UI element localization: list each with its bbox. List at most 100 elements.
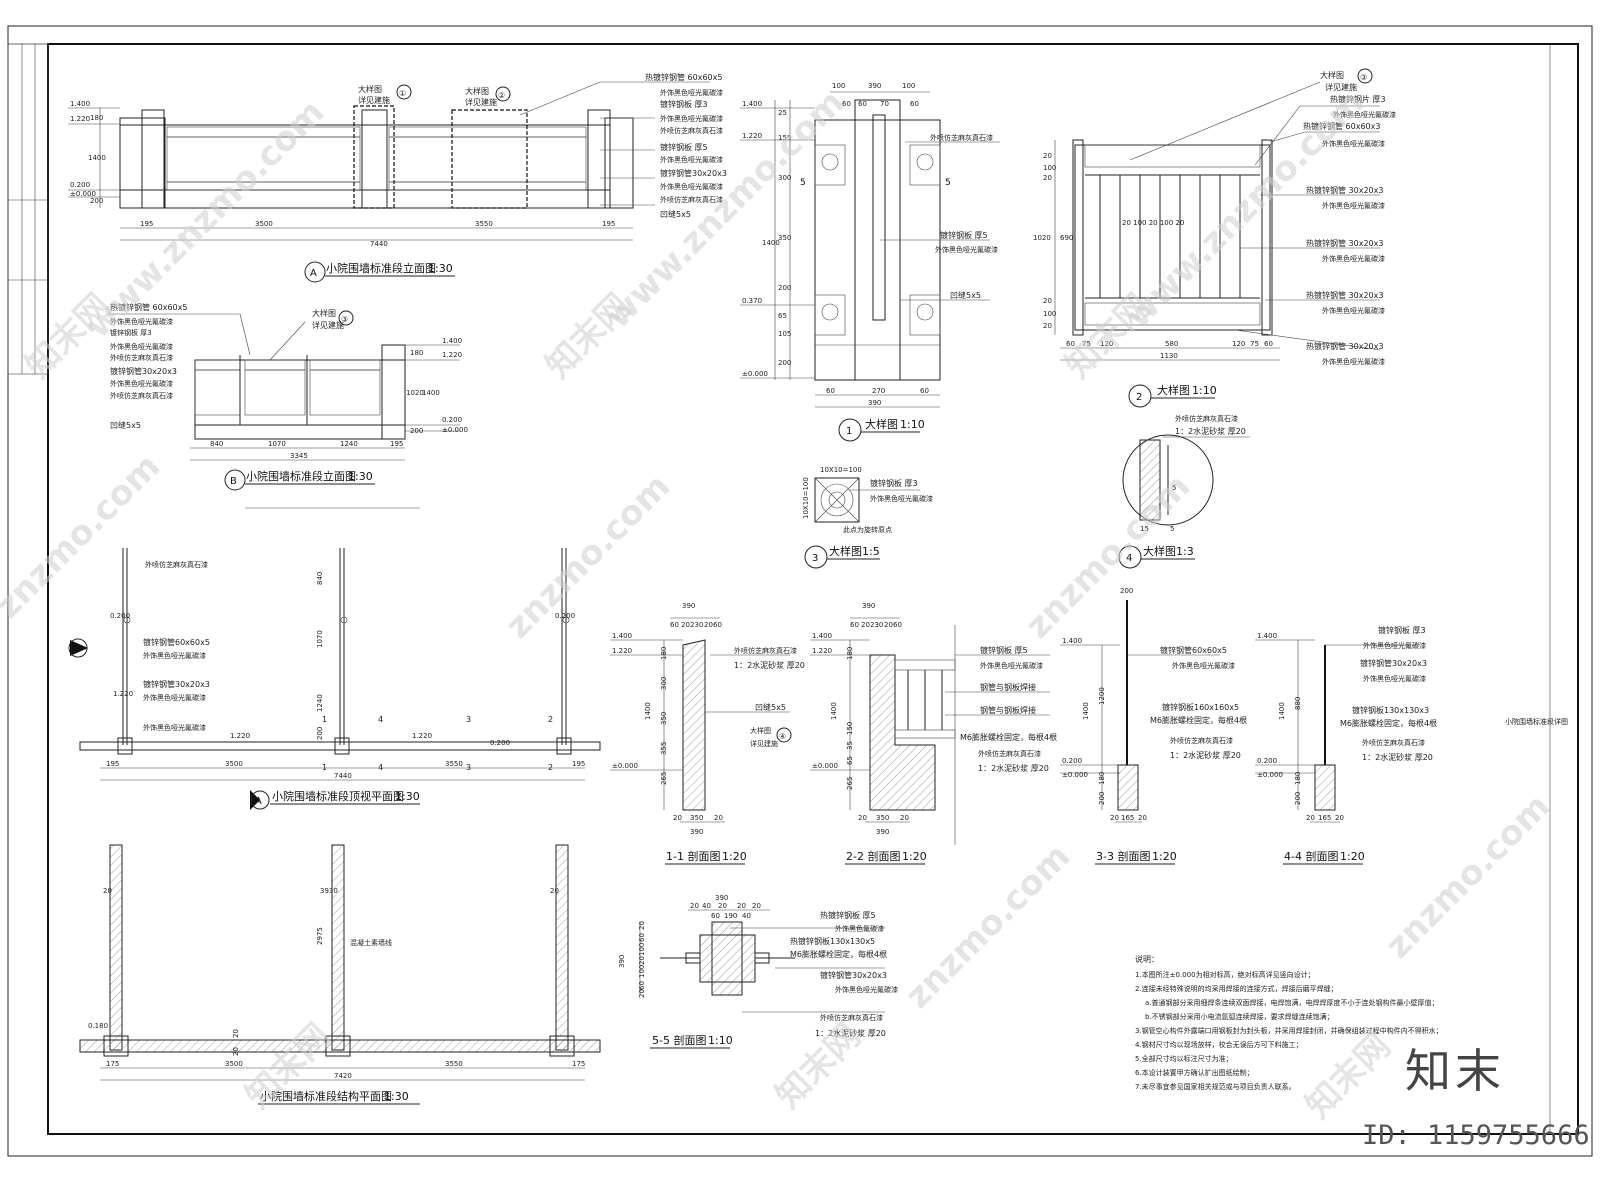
plan-s-vdim: 20	[232, 1029, 240, 1038]
sec5-note: 外喷仿芝麻灰真石漆	[820, 1013, 883, 1022]
detail1-level: ±0.000	[742, 370, 768, 378]
plan-a-level: 1.220	[113, 690, 133, 698]
elev-a-notes: 热镀锌钢管 60x60x5 外饰黑色哑光氟碳漆 镀锌钢板 厚3 外饰黑色哑光氟碳…	[519, 72, 727, 219]
plan-a-total: 7440	[334, 772, 352, 780]
sec1-note: 详见建施	[750, 739, 778, 748]
detail2-dim: 75	[1082, 340, 1091, 348]
detail1-bottomdim: 60	[826, 387, 835, 395]
elev-a-total: 7440	[370, 240, 388, 248]
sec2-note: 钢管与钢板焊接	[980, 682, 1036, 692]
detail2-dim: 120	[1232, 340, 1245, 348]
plan-a-dim: 195	[572, 760, 585, 768]
plan-s-scale: 1:30	[384, 1090, 409, 1103]
sec1-level: 1.220	[612, 647, 632, 655]
section-3-3: 1.400 0.200 ±0.000 1200 1400 180 200 200…	[1060, 587, 1247, 865]
elev-a-title: 小院围墙标准段立面图	[326, 261, 436, 275]
sec1-dim: 20	[714, 814, 723, 822]
detail1-vdim: 1400	[762, 239, 780, 247]
elev-a-note: 外饰黑色哑光氟碳漆	[660, 155, 723, 164]
elev-a-dim: 3550	[475, 220, 493, 228]
sec2-note: 外饰黑色哑光氟碳漆	[980, 661, 1043, 670]
plan-a-note: 外喷仿芝麻灰真石漆	[145, 560, 208, 569]
sec3-vdim: 1200	[1098, 687, 1106, 705]
detail4-title: 大样图	[1143, 544, 1176, 558]
sec5-note: 热镀锌钢板130x130x5	[790, 936, 875, 946]
sec5-vdim: 390	[618, 955, 626, 968]
detail1-bottomdim: 60	[920, 387, 929, 395]
elev-a-note: 外饰黑色哑光氟碳漆	[660, 182, 723, 191]
detail1-scale: 1:10	[900, 418, 925, 431]
detail2-vdim: 20	[1043, 174, 1052, 182]
elev-b-vdim: 1020	[406, 389, 424, 397]
detail1-vdim: 105	[778, 330, 791, 338]
notes-line: 5.全部尺寸均以标注尺寸为准；	[1135, 1054, 1233, 1063]
elev-b-vdim: 200	[410, 427, 423, 435]
sec5-vdim: 100	[638, 965, 646, 978]
sec3-topdim: 200	[1120, 587, 1133, 595]
sec5-vdim: 20	[638, 989, 646, 998]
sec1-dim: 350	[690, 814, 703, 822]
sec4-note: 外饰黑色哑光氟碳漆	[1363, 674, 1426, 683]
sec1-level: ±0.000	[612, 762, 638, 770]
detail1-vdim: 65	[778, 312, 787, 320]
sec2-vdim: 65	[846, 756, 854, 765]
plan-s-hdim: 20	[550, 887, 559, 895]
sec2-topsub: 20	[884, 621, 893, 629]
sec1-level: 1.400	[612, 632, 632, 640]
sec2-topsub: 230	[870, 621, 883, 629]
plan-a-cut: 2	[548, 715, 553, 724]
detail1-topdim: 390	[868, 82, 881, 90]
detail2-note: 外饰黑色哑光氟碳漆	[1333, 110, 1396, 119]
elev-b-title: 小院围墙标准段立面图	[246, 469, 356, 483]
plan-a-note: 外饰黑色哑光氟碳漆	[143, 651, 206, 660]
elev-b-dim: 840	[210, 440, 223, 448]
sec3-dim: 20	[1110, 814, 1119, 822]
plan-a-note: 镀锌钢管60x60x5	[143, 637, 210, 647]
sec5-vdim: 60	[638, 981, 646, 990]
detail1-note: 镀锌钢板 厚5	[940, 230, 988, 240]
sec5-note: 外饰黑色氟碳漆	[835, 924, 884, 933]
detail2-note: 热镀锌钢管 30x20x3	[1306, 341, 1383, 351]
watermark-text: znzmo.com	[898, 836, 1078, 1016]
detail2-dim: 580	[1165, 340, 1178, 348]
sec5-vdim: 20	[638, 956, 646, 965]
elev-b-note: 外喷仿芝麻灰真石漆	[110, 353, 173, 362]
elev-a-note: 凹缝5x5	[660, 209, 691, 219]
plan-s-vdim: 2975	[316, 927, 324, 945]
section-5-5: 390 20 40 60 20 190 20 40 20 390 20 60 1…	[618, 894, 898, 1049]
detail1-cut: 5	[945, 178, 951, 188]
detail2-note: 热镀锌钢管 30x20x3	[1306, 290, 1383, 300]
elev-a-vdim: 1400	[88, 154, 106, 162]
sec1-topsub: 20	[704, 621, 713, 629]
section-4-4: 1.400 0.200 ±0.000 880 1400 180 200 镀锌钢板…	[1255, 625, 1437, 865]
brand-watermark: 知末	[1405, 1044, 1505, 1098]
sec1-note: 1：2水泥砂浆 厚20	[734, 660, 805, 670]
sec1-note: ④	[779, 732, 786, 741]
elev-b-note: 外饰黑色哑光氟碳漆	[110, 342, 173, 351]
watermark-text: www.znzmo.com	[598, 82, 852, 336]
detail2-notes: 热镀锌钢片 厚3 外饰黑色哑光氟碳漆 热镀锌钢管 60x60x3 外饰黑色哑光氟…	[1234, 94, 1396, 366]
elev-a-dim: 195	[140, 220, 153, 228]
sec5-scale: 1:10	[708, 1034, 733, 1047]
sec2-note: 钢管与钢板焊接	[980, 705, 1036, 715]
detail2-dim: 120	[1100, 340, 1113, 348]
detail2-title: 大样图	[1157, 383, 1190, 397]
plan-a-vdim: 840	[316, 572, 324, 585]
sec4-vdim: 200	[1294, 792, 1302, 805]
detail-3: 10X10=100 10X10=100 镀锌钢板 厚3 外饰黑色哑光氟碳漆 此点…	[802, 466, 933, 569]
watermark-text: znzmo.com	[1378, 786, 1558, 966]
elev-b-calloutn: ③	[341, 315, 348, 324]
detail1-subdim: 60	[858, 100, 867, 108]
notes-line: 6.本设计装置甲方确认扩出图纸绘制；	[1135, 1068, 1254, 1077]
sec4-note: M6膨胀螺栓固定，每根4根	[1340, 718, 1437, 728]
sec1-vdim: 1400	[644, 702, 652, 720]
detail2-dim: 60	[1066, 340, 1075, 348]
detail2-total: 1130	[1160, 352, 1178, 360]
detail2-midlabel: 20 100 20 100 20	[1122, 219, 1184, 227]
sec1-topsub: 60	[713, 621, 722, 629]
sec5-vdim: 20	[638, 921, 646, 930]
plan-s-dim: 175	[572, 1060, 585, 1068]
elev-b-total: 3345	[290, 452, 308, 460]
watermark-text: znzmo.com	[498, 466, 678, 646]
